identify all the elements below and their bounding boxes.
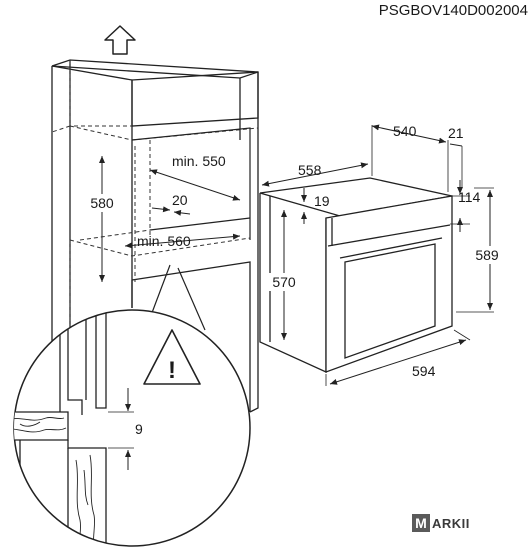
dim-558-label: 558 [298, 162, 322, 178]
dim-min-560: min. 560 [124, 233, 241, 249]
dim-114-label: 114 [458, 189, 481, 205]
dim-21: 21 [448, 125, 464, 188]
warning-symbol: ! [168, 357, 176, 384]
dim-19-label: 19 [314, 193, 330, 209]
dim-558: 558 [261, 162, 369, 187]
dim-min-550: min. 550 [149, 153, 241, 201]
dim-594-label: 594 [412, 363, 436, 379]
niche [131, 127, 251, 240]
warning-icon: ! [143, 329, 201, 385]
dim-min-550-label: min. 550 [172, 153, 226, 169]
dim-589: 589 [456, 187, 504, 313]
dim-570: 570 [266, 210, 302, 340]
dim-570-label: 570 [272, 274, 296, 290]
logo-letter: M [415, 515, 427, 531]
dim-594: 594 [325, 329, 471, 386]
oven [259, 177, 453, 374]
dim-540-label: 540 [393, 123, 417, 139]
brand-logo: M ARKII [412, 514, 470, 532]
cabinet [51, 59, 259, 413]
logo-text: ARKII [432, 516, 470, 531]
dim-589-label: 589 [475, 247, 499, 263]
dim-19: 19 [301, 188, 330, 224]
up-arrow-icon [104, 25, 136, 55]
document-code: PSGBOV140D002004 [379, 2, 528, 19]
dim-580: 580 [82, 156, 122, 282]
dim-20: 20 [151, 192, 191, 216]
dim-114: 114 [450, 180, 481, 232]
dim-20-label: 20 [172, 192, 188, 208]
dim-540: 540 [371, 123, 449, 192]
dim-580-label: 580 [90, 195, 114, 211]
detail-magnifier: 9 [13, 309, 251, 547]
dim-min-560-label: min. 560 [137, 233, 191, 249]
dim-9-label: 9 [135, 421, 143, 437]
dim-21-label: 21 [448, 125, 464, 141]
